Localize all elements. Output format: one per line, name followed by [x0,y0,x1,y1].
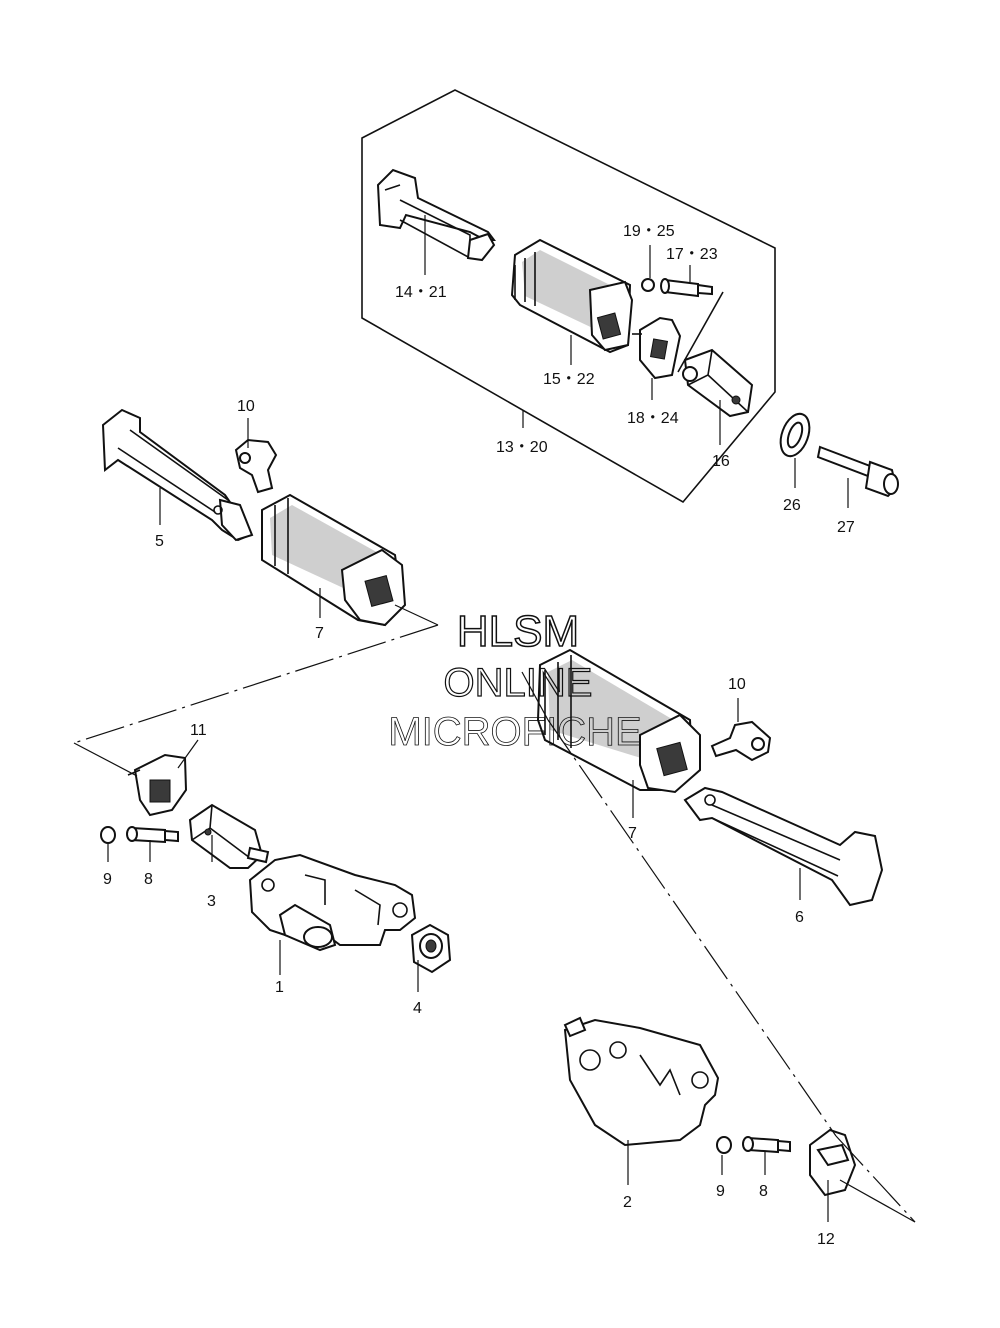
part-17-23-pin [660,278,713,298]
part-11-cap [127,753,188,817]
part-6-bracket [683,786,884,907]
part-3-holder [188,803,270,869]
label-3: 3 [207,893,216,910]
label-27: 27 [837,519,855,536]
label-1: 1 [275,979,284,996]
leader-lines [107,215,849,1222]
alignment-lines [73,604,916,1223]
watermark: HLSM ONLINE MICROFICHE [388,606,642,754]
part-19-25-plug [641,278,655,292]
label-8-right: 8 [759,1183,768,1200]
label-15-22: 15・22 [543,371,595,388]
label-5: 5 [155,533,164,550]
label-17-23: 17・23 [666,246,718,263]
label-13-20: 13・20 [496,439,548,456]
label-26: 26 [783,497,801,514]
watermark-line-3: MICROFICHE [388,710,641,754]
part-labels: 14・21 15・22 19・25 17・23 18・24 13・20 16 2… [103,223,855,1248]
part-7-upper-rubber [261,493,407,627]
part-8-left-pin [126,826,179,844]
part-7-lower-rubber [536,648,701,794]
part-10-upper-clip [234,438,278,494]
part-26-washer [779,412,811,458]
part-9-right-plug [716,1136,732,1154]
watermark-line-2: ONLINE [444,661,593,705]
part-8-right-pin [742,1136,791,1154]
label-18-24: 18・24 [627,410,679,427]
label-9-left: 9 [103,871,112,888]
label-16: 16 [712,453,730,470]
part-5-bracket [101,408,254,542]
part-27-bolt [816,445,899,498]
part-2-bracket [563,1016,720,1147]
watermark-line-1: HLSM [457,607,579,656]
label-4: 4 [413,1000,422,1017]
part-15-22-rubber [510,238,634,354]
label-10-upper: 10 [237,398,255,415]
part-4-nut [410,923,452,974]
label-10-lower: 10 [728,676,746,693]
subassembly-outline [361,89,776,504]
label-11: 11 [190,722,207,739]
part-18-24-plate [632,316,682,380]
label-9-right: 9 [716,1183,725,1200]
label-7-lower: 7 [628,825,637,842]
label-19-25: 19・25 [623,223,675,240]
label-14-21: 14・21 [395,284,447,301]
label-7-upper: 7 [315,625,324,642]
label-12: 12 [817,1231,835,1248]
label-8-left: 8 [144,871,153,888]
label-6: 6 [795,909,804,926]
part-9-left-plug [100,826,116,844]
part-10-lower-clip [710,720,772,762]
part-1-bracket [248,853,417,952]
part-14-21-bracket [376,168,496,262]
part-16-holder [677,291,754,418]
label-2: 2 [623,1194,632,1211]
